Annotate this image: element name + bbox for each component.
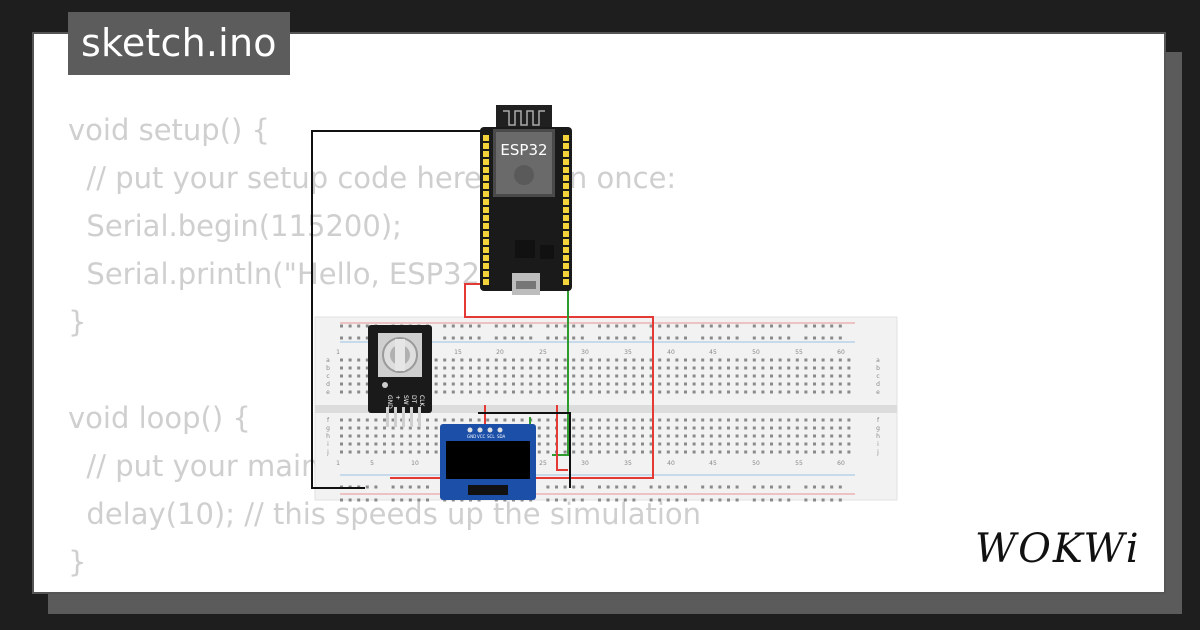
esp32-label: ESP32 [500,141,547,159]
esp32-pin-headers [483,135,569,285]
row-letter: h [326,433,330,440]
column-number: 50 [752,349,760,356]
row-letter: g [876,425,880,432]
column-number: 25 [539,460,547,467]
code-line: Serial.begin(115200); [68,209,402,243]
row-letter: b [876,365,880,372]
row-letter: i [877,441,879,448]
encoder-pin-label: CLK [418,395,425,408]
row-letter: e [876,389,880,396]
row-letter: i [327,441,329,448]
encoder-pin-label: DT [410,395,417,404]
column-number: 40 [667,460,675,467]
row-letter: d [876,381,880,388]
file-tab-sketch[interactable]: sketch.ino [68,12,290,75]
column-number: 30 [581,349,589,356]
row-letter: j [326,449,329,456]
row-letter: c [326,373,329,380]
row-letter: d [326,381,330,388]
column-number: 1 [336,349,340,356]
encoder-pin-label: GND [386,395,393,409]
column-number: 45 [709,349,717,356]
column-number: 60 [837,349,845,356]
row-letter: f [327,417,330,424]
oled-pin-label: SCL [487,434,495,439]
code-line: void loop() { [68,401,251,435]
wokwi-logo: WOKWi [975,526,1141,572]
encoder-pin-label: + [394,395,401,400]
column-number: 35 [624,460,632,467]
row-letter: a [876,357,880,364]
row-letter: a [326,357,330,364]
code-line: // put your setup code here, to run once… [68,161,677,195]
code-line: } [68,305,87,339]
row-letter: g [326,425,330,432]
encoder-pin-label: SW [402,395,409,405]
column-number: 35 [624,349,632,356]
circuit-diagram[interactable]: 1152025303540455055601510152025303540455… [300,95,900,505]
code-line: delay(10); // this speeds up the simulat… [68,497,702,531]
code-line: } [68,545,87,579]
column-number: 15 [454,349,462,356]
column-number: 20 [496,349,504,356]
breadboard-labels: 1152025303540455055601510152025303540455… [326,349,880,467]
column-number: 1 [336,460,340,467]
column-number: 55 [795,349,803,356]
row-letter: j [876,449,879,456]
column-number: 10 [411,460,419,467]
esp32-board[interactable]: ESP32 [480,105,572,295]
column-number: 25 [539,349,547,356]
oled-pin-label: VCC [477,434,486,439]
row-letter: b [326,365,330,372]
row-letter: f [877,417,880,424]
code-line: void setup() { [68,113,270,147]
oled-pin-label: GND [467,434,476,439]
row-letter: c [876,373,879,380]
column-number: 40 [667,349,675,356]
oled-pin-label: SDA [497,434,506,439]
column-number: 45 [709,460,717,467]
row-letter: h [876,433,880,440]
column-number: 50 [752,460,760,467]
column-number: 55 [795,460,803,467]
column-number: 5 [370,460,374,467]
row-letter: e [326,389,330,396]
column-number: 60 [837,460,845,467]
column-number: 30 [581,460,589,467]
